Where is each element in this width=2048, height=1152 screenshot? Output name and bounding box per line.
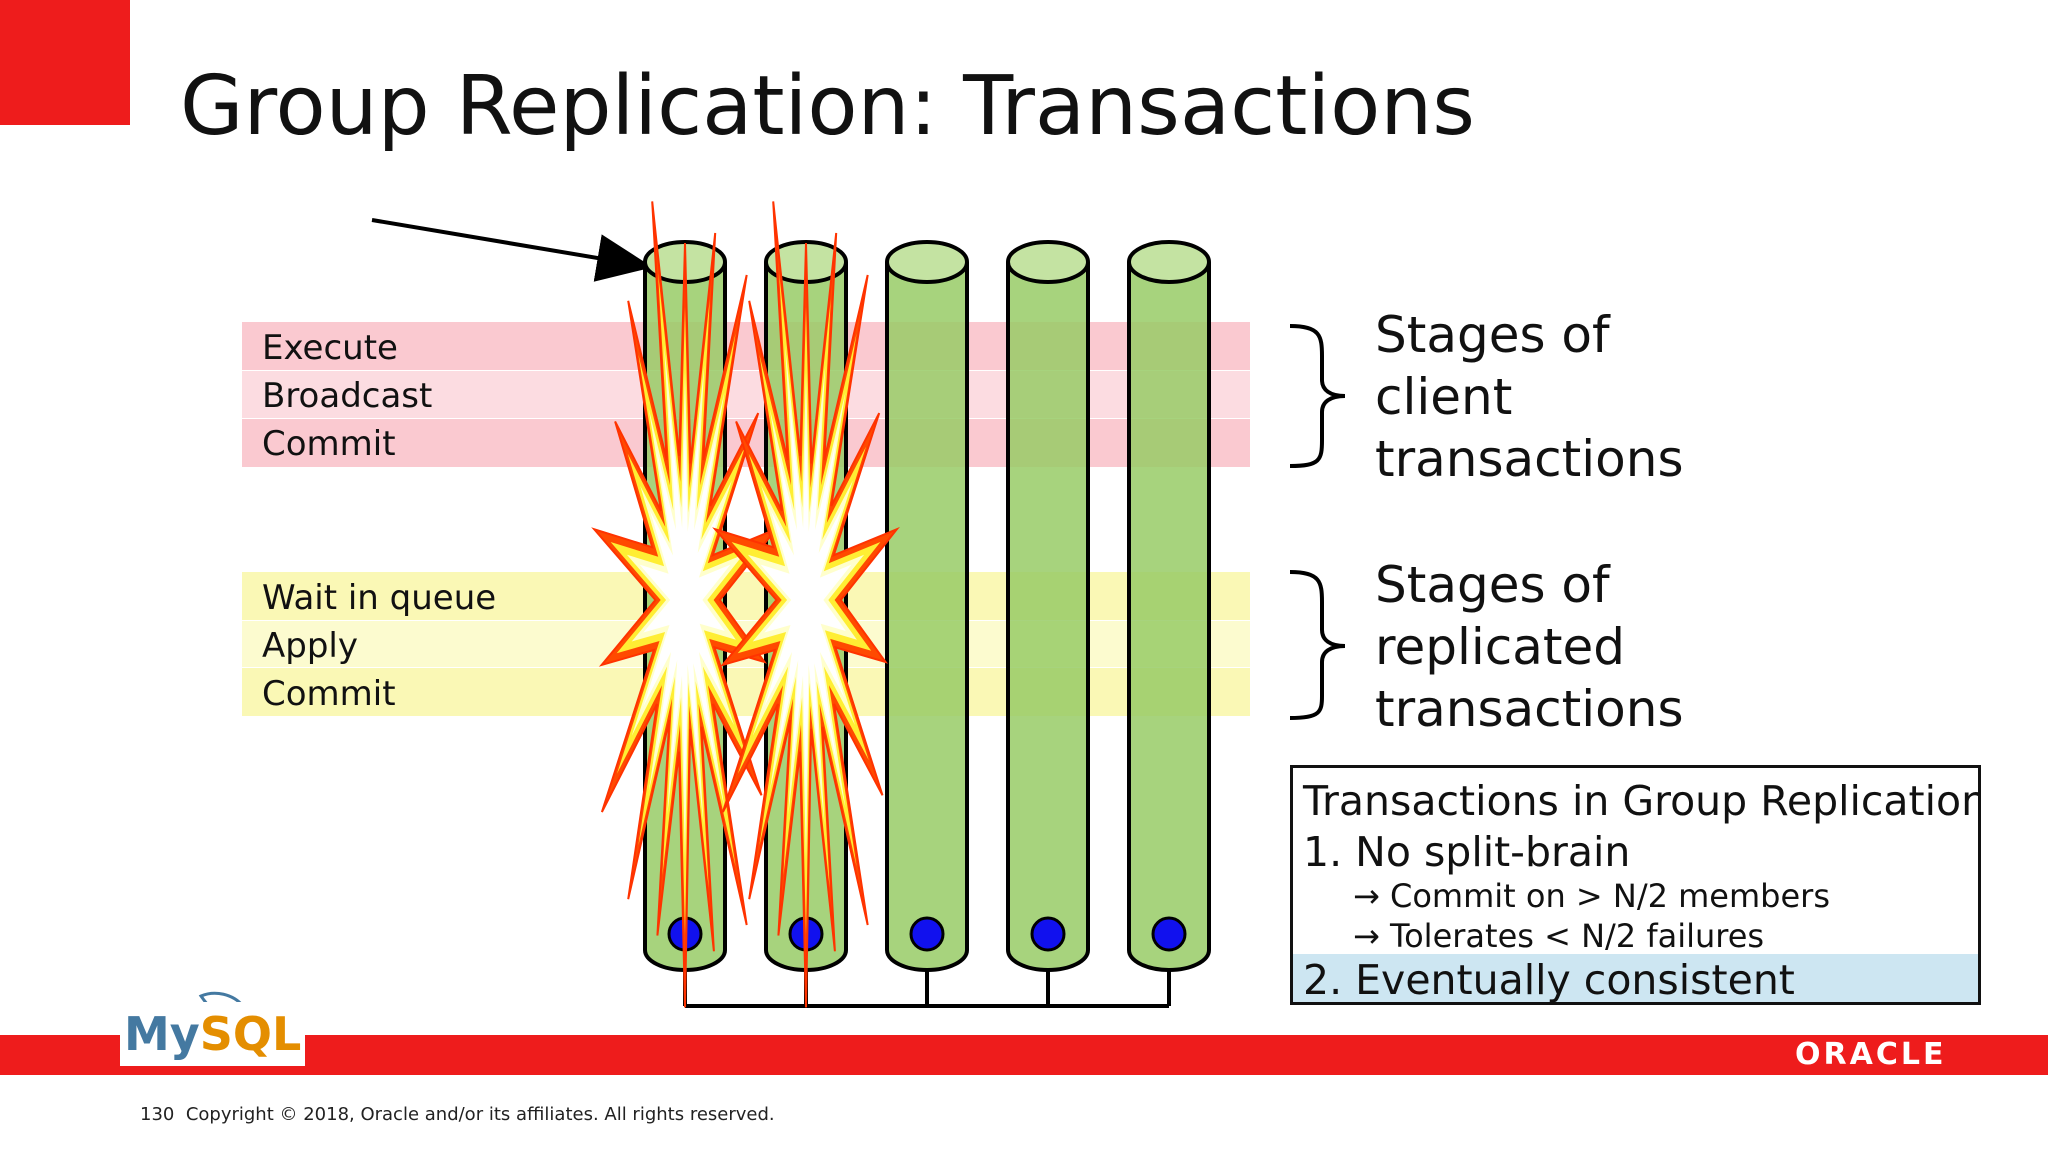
oracle-logo: ORACLE <box>1795 1037 1947 1072</box>
slide-title: Group Replication: Transactions <box>180 59 1475 154</box>
info-box-title: Transactions in Group Replication <box>1303 777 1981 825</box>
server-3 <box>885 240 969 1006</box>
mysql-logo-sql: SQL <box>199 1007 302 1061</box>
stage-label-wait-queue: Wait in queue <box>262 578 497 618</box>
failure-explosions <box>591 201 900 1008</box>
mysql-logo: MySQL <box>120 1002 306 1066</box>
server-top <box>885 240 969 284</box>
server-top <box>1006 240 1090 284</box>
footer-copyright: 130 Copyright © 2018, Oracle and/or its … <box>140 1103 775 1127</box>
repl-group-label-line1: Stages of <box>1375 556 1610 614</box>
info-item-no-split-brain: 1. No split-brain <box>1303 828 1631 876</box>
client-group-label-line2: client <box>1375 368 1513 426</box>
server-body <box>885 262 969 972</box>
server-network-node <box>909 916 945 952</box>
info-box: Transactions in Group Replication 1. No … <box>1290 765 1981 1005</box>
stage-label-commit-repl: Commit <box>262 674 396 714</box>
server-network-node <box>1030 916 1066 952</box>
stage-label-execute: Execute <box>262 328 398 368</box>
client-request-arrow <box>371 218 653 282</box>
client-group-label-line1: Stages of <box>1375 306 1610 364</box>
info-sub-tolerates-failures: → Tolerates < N/2 failures <box>1353 917 1765 955</box>
page-number: 130 <box>140 1104 175 1125</box>
repl-group-label-line2: replicated <box>1375 618 1625 676</box>
client-group-label-line3: transactions <box>1375 430 1684 488</box>
footer-band <box>0 1035 2048 1075</box>
brace-replicated-stages <box>1289 570 1346 720</box>
server-top <box>1127 240 1211 284</box>
stage-label-apply: Apply <box>262 626 358 666</box>
info-highlight <box>1293 954 1978 1002</box>
server-body <box>1006 262 1090 972</box>
explosion-server-1 <box>591 201 779 1008</box>
explosion-layer <box>639 400 731 804</box>
explosion-layer <box>760 400 852 804</box>
explosion-server-2 <box>712 201 900 1008</box>
stage-label-commit-client: Commit <box>262 424 396 464</box>
copyright-text: Copyright © 2018, Oracle and/or its affi… <box>185 1104 775 1125</box>
stage-label-broadcast: Broadcast <box>262 376 433 416</box>
mysql-logo-my: My <box>124 1007 200 1061</box>
info-item-eventually-consistent: 2. Eventually consistent <box>1303 956 1795 1004</box>
server-network-node <box>1151 916 1187 952</box>
server-5 <box>1127 240 1211 1006</box>
server-body <box>1127 262 1211 972</box>
corner-accent-block <box>0 0 130 125</box>
server-4 <box>1006 240 1090 1006</box>
info-sub-commit-majority: → Commit on > N/2 members <box>1353 877 1830 915</box>
repl-group-label-line3: transactions <box>1375 680 1684 738</box>
brace-client-stages <box>1289 324 1346 468</box>
